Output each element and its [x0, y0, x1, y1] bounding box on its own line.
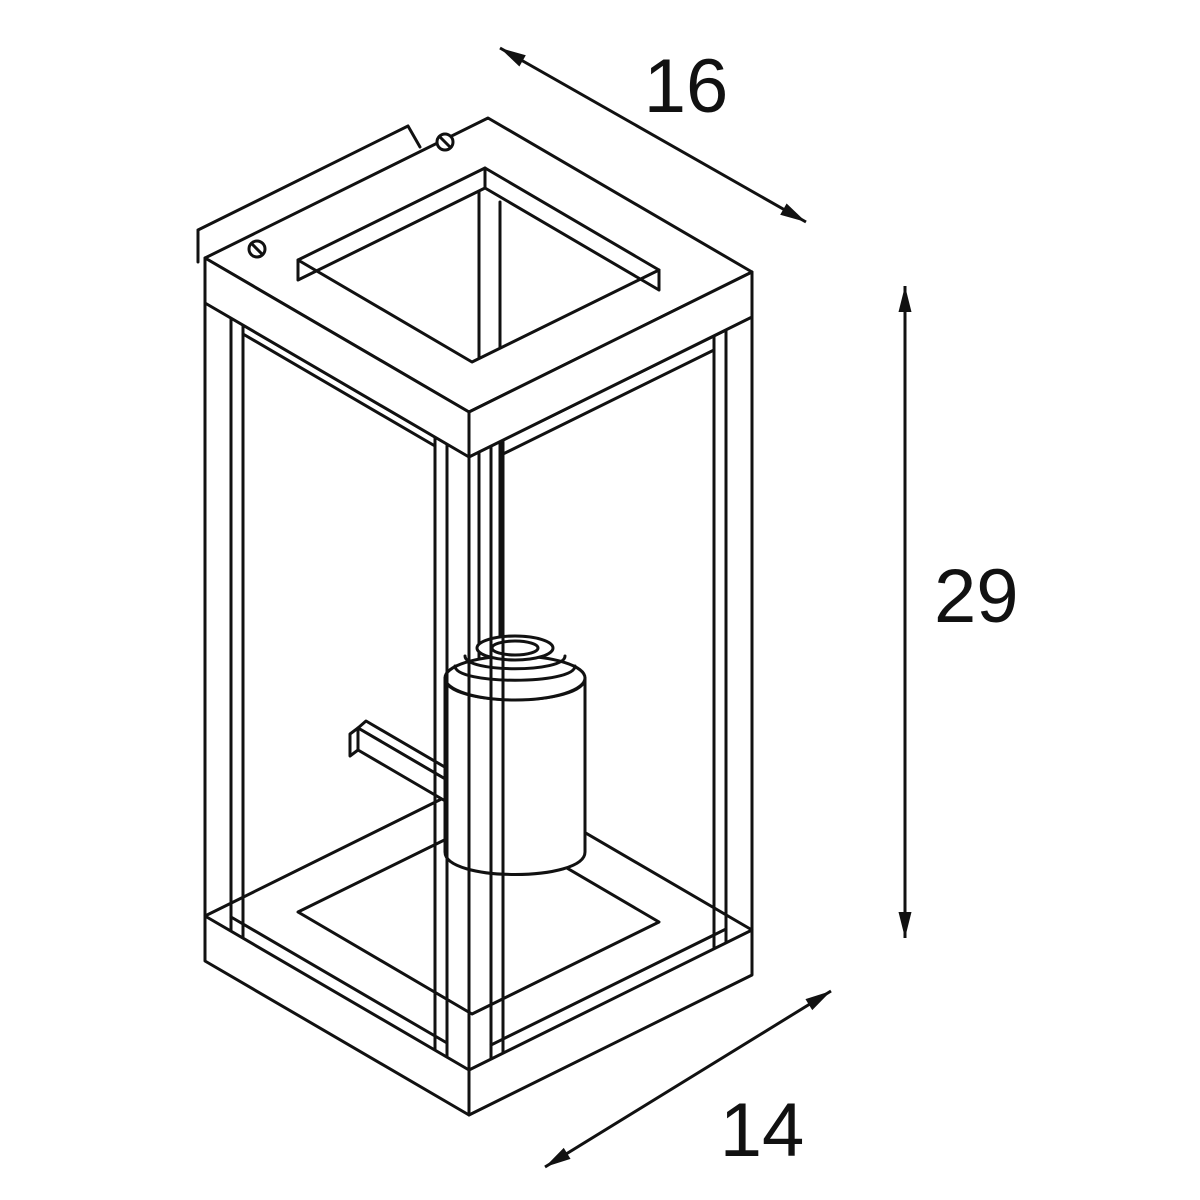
top-frame [203, 116, 754, 459]
screw-icon [247, 239, 267, 259]
wall-mount-bracket [196, 124, 422, 264]
bottom-frame-right-face [467, 928, 754, 1117]
front-corner-post-lines [433, 435, 505, 1072]
socket-top-rim [443, 654, 587, 702]
right-corner-post-lines [712, 315, 754, 951]
bottom-floor-panel [296, 818, 661, 1016]
mounting-screws [247, 132, 455, 259]
socket-body-cylinder [443, 676, 587, 876]
top-frame-right-face [467, 270, 754, 459]
depth-dimension-arrow [544, 989, 832, 1169]
depth-dimension-label: 14 [720, 1088, 805, 1173]
width-dimension-label: 16 [644, 44, 729, 129]
dimension-width: 16 [499, 44, 807, 224]
lamp-socket [443, 634, 587, 876]
bottom-frame-left-face [203, 914, 471, 1117]
lamp-support-arm [348, 719, 457, 804]
width-dimension-arrow [499, 46, 807, 224]
left-corner-post-lines [203, 301, 245, 940]
dimension-height: 29 [898, 286, 1019, 938]
socket-cap [475, 634, 555, 662]
bottom-frame [203, 914, 754, 1117]
dimension-depth: 14 [544, 989, 832, 1173]
screw-icon [435, 132, 455, 152]
height-dimension-label: 29 [934, 554, 1019, 639]
screw-slot [250, 242, 264, 256]
bracket-plate-lines [196, 124, 422, 264]
top-opening-inner-walls [296, 166, 661, 292]
screw-slot [438, 135, 452, 149]
socket-ring-large [453, 664, 577, 682]
